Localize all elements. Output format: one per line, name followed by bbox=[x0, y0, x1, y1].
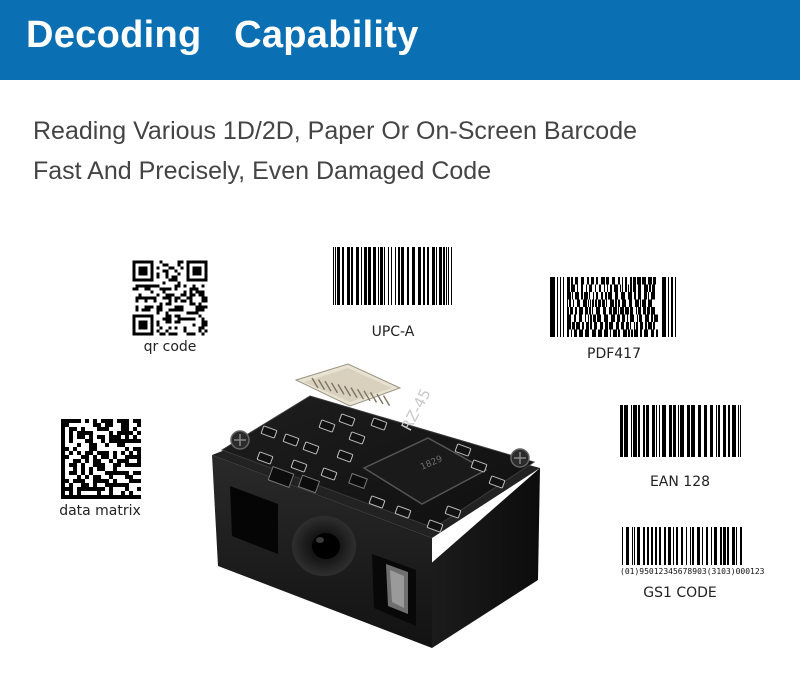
board-marking: RZ-45 bbox=[398, 386, 435, 434]
pdf417-barcode-icon bbox=[550, 277, 678, 337]
page-title: Decoding Capability bbox=[26, 14, 419, 56]
description-line-2: Fast And Precisely, Even Damaged Code bbox=[33, 157, 492, 185]
gs1-barcode-icon bbox=[620, 527, 746, 565]
upc-a-label: UPC-A bbox=[371, 324, 415, 340]
qr-code-label: qr code bbox=[143, 339, 197, 355]
barcode-scanner-module-icon: 1829 RZ-45 bbox=[212, 363, 540, 648]
header-banner: Decoding Capability bbox=[0, 0, 800, 80]
data-matrix-label: data matrix bbox=[59, 503, 141, 519]
ean-128-label: EAN 128 bbox=[649, 474, 711, 490]
qr-code-icon bbox=[132, 260, 208, 336]
pdf417-label: PDF417 bbox=[587, 346, 641, 362]
upc-a-barcode-icon bbox=[331, 247, 455, 307]
gs1-human-readable-text: (01)95012345678903(3103)000123 bbox=[620, 567, 765, 576]
ribbon-connector bbox=[294, 363, 402, 407]
description-line-1: Reading Various 1D/2D, Paper Or On-Scree… bbox=[33, 117, 638, 145]
gs1-code-label: GS1 CODE bbox=[643, 585, 717, 601]
data-matrix-icon bbox=[61, 419, 141, 499]
ean-128-barcode-icon bbox=[618, 405, 746, 459]
